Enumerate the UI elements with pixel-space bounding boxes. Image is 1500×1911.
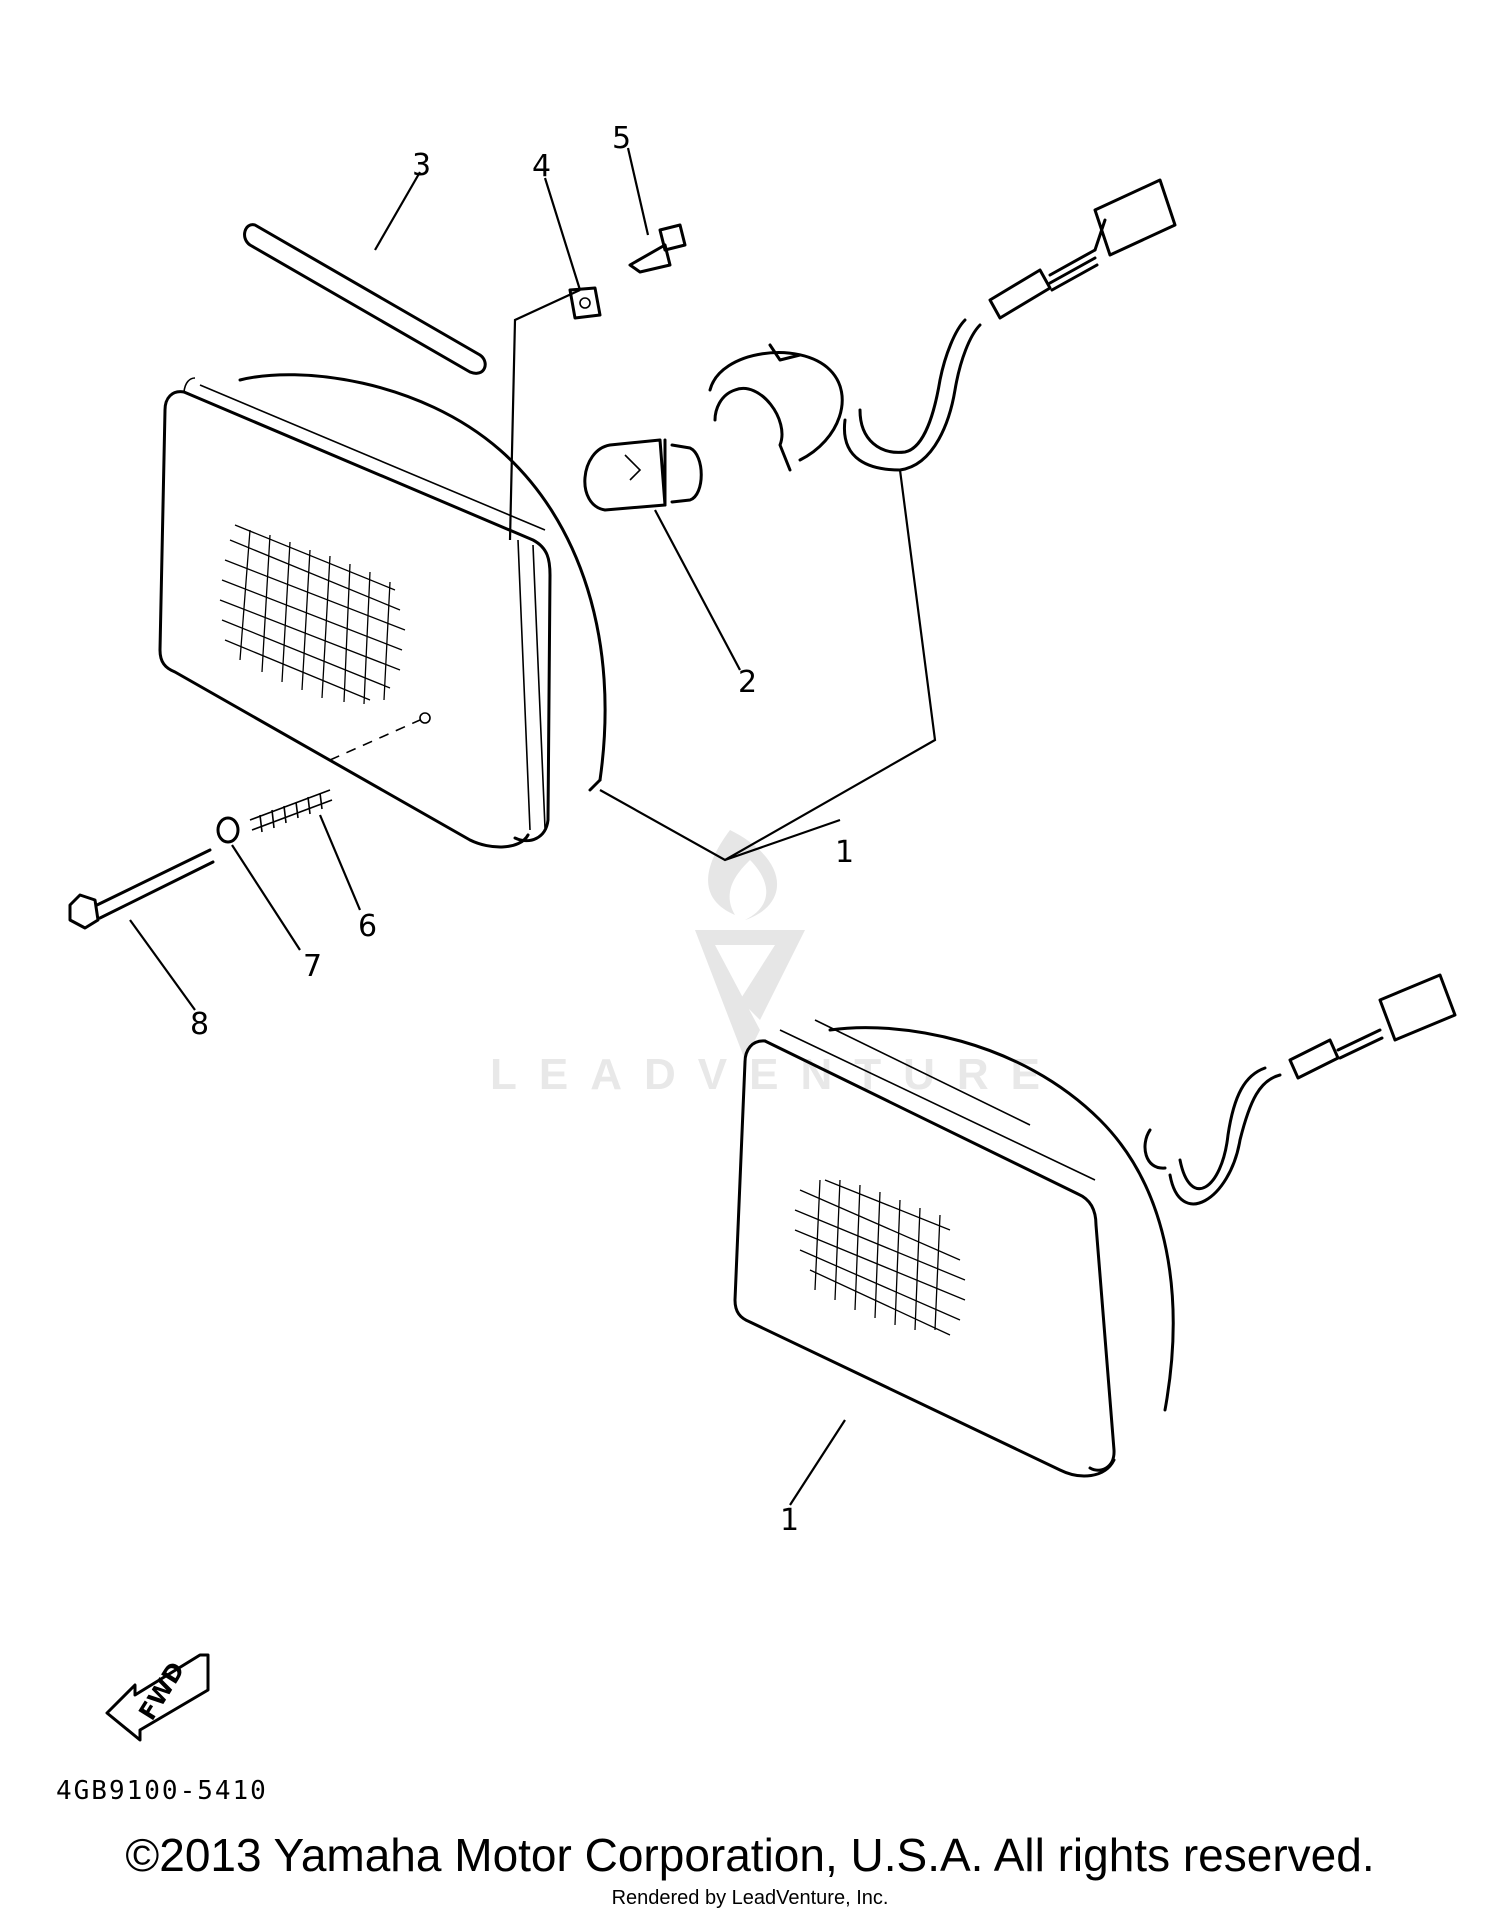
- rendered-by: Rendered by LeadVenture, Inc.: [611, 1887, 889, 1909]
- callout-4: 4: [532, 149, 551, 184]
- callout-8: 8: [190, 1007, 209, 1042]
- lens-pattern: [219, 524, 406, 705]
- callout-2: 2: [738, 665, 757, 700]
- screw[interactable]: [628, 223, 687, 274]
- headlight-upper[interactable]: [158, 373, 607, 849]
- fwd-arrow-icon: FWD: [105, 1653, 210, 1742]
- washer[interactable]: [216, 816, 240, 844]
- rim[interactable]: [243, 223, 487, 375]
- lens-pattern: [794, 1179, 966, 1336]
- callout-1-upper: 1: [835, 835, 854, 870]
- bulb[interactable]: [583, 438, 703, 512]
- leadventure-logo-watermark: [695, 830, 805, 1060]
- socket-and-harness[interactable]: [708, 178, 1177, 472]
- callout-5: 5: [612, 121, 631, 156]
- nut[interactable]: [568, 286, 602, 320]
- callout-3: 3: [412, 148, 431, 183]
- leader-lines: [129, 147, 937, 1506]
- callout-7: 7: [303, 949, 322, 984]
- part-number: 4GB9100-5410: [56, 1776, 268, 1806]
- headlight-lower[interactable]: [733, 973, 1457, 1478]
- spring[interactable]: [249, 789, 333, 833]
- watermark-text: LEADVENTURE: [490, 1050, 1063, 1099]
- copyright: ©2013 Yamaha Motor Corporation, U.S.A. A…: [125, 1829, 1375, 1881]
- callout-1-lower: 1: [780, 1503, 799, 1538]
- callout-6: 6: [358, 909, 377, 944]
- bolt[interactable]: [68, 848, 215, 930]
